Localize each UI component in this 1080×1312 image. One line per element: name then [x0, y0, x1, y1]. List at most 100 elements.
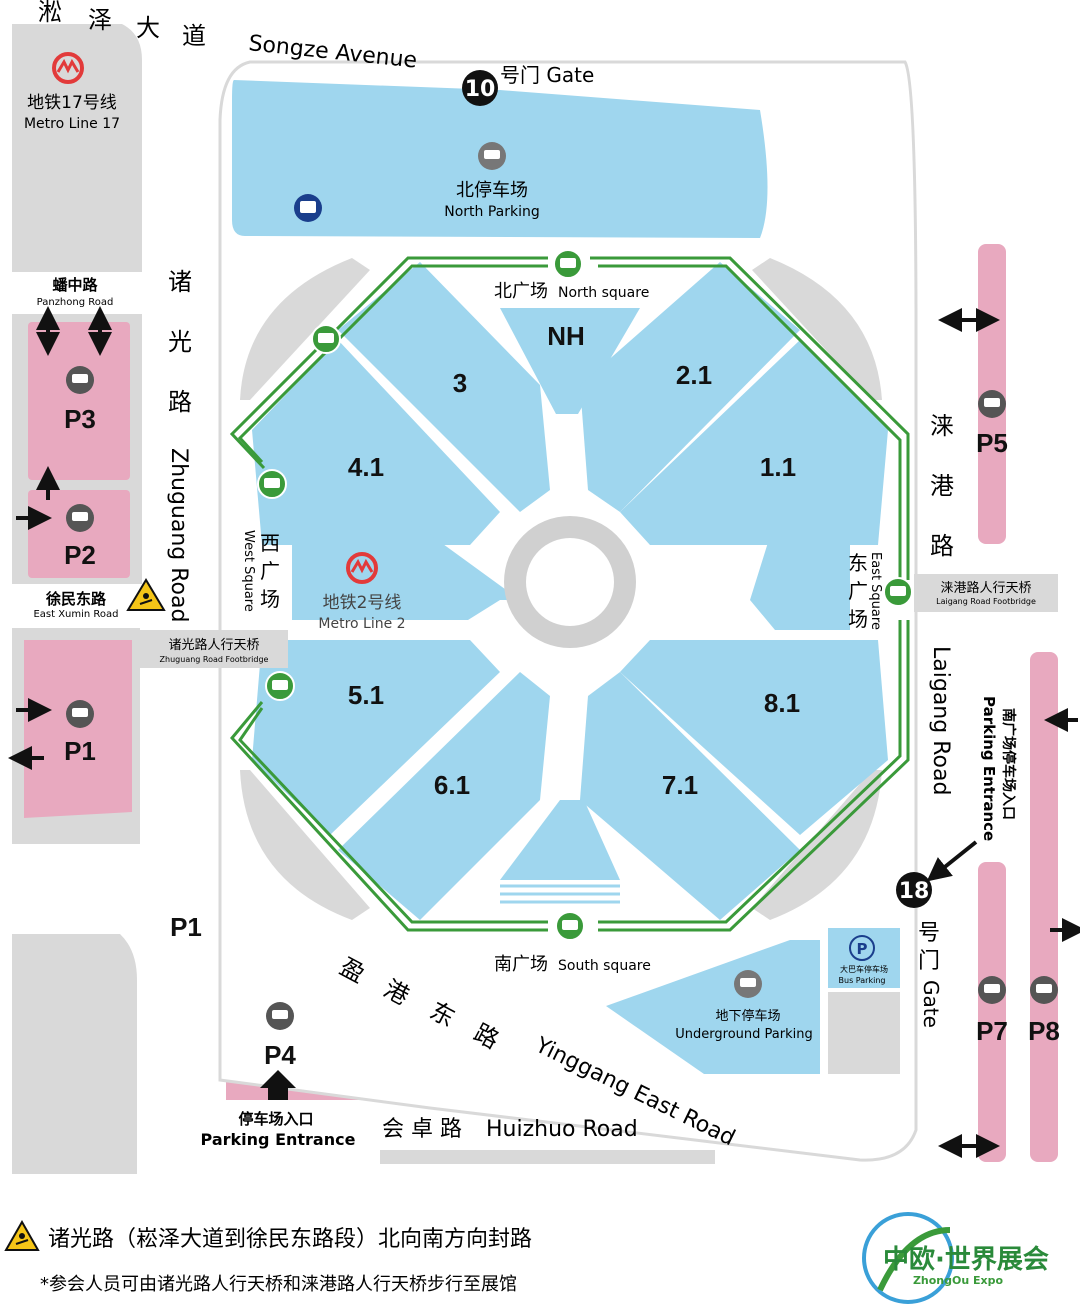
- svg-text:地铁17号线: 地铁17号线: [27, 93, 117, 113]
- svg-text:诸: 诸: [168, 268, 192, 296]
- construction-warning-icon: [126, 578, 166, 611]
- south-plaza: [500, 800, 620, 880]
- notice-line-2: *参会人员可由诸光路人行天桥和涞港路人行天桥步行至展馆: [40, 1274, 517, 1295]
- svg-text:Metro Line 17: Metro Line 17: [24, 116, 120, 132]
- svg-text:会 卓 路: 会 卓 路: [382, 1117, 462, 1142]
- p1-lot: [24, 640, 132, 818]
- hall-label: 1.1: [760, 452, 796, 482]
- svg-text:南广场: 南广场: [494, 954, 548, 975]
- svg-text:诸光路人行天桥: 诸光路人行天桥: [168, 637, 259, 653]
- svg-text:场: 场: [848, 607, 868, 631]
- svg-text:North square: North square: [558, 285, 649, 301]
- east-square-area: [750, 520, 850, 630]
- svg-text:港: 港: [930, 472, 954, 500]
- hall-label: 6.1: [434, 770, 470, 800]
- svg-text:Underground Parking: Underground Parking: [675, 1027, 812, 1042]
- bus-parking-icon: P: [849, 935, 875, 961]
- svg-text:南广场停车场入口: 南广场停车场入口: [1000, 708, 1017, 820]
- car-icon: [978, 390, 1006, 418]
- svg-text:P2: P2: [64, 540, 96, 570]
- svg-text:地铁2号线: 地铁2号线: [323, 593, 402, 613]
- svg-text:广: 广: [848, 579, 868, 603]
- parking-labels: P3 P2 P1 P1 P4 P5 P7 P8: [64, 366, 1060, 1070]
- hall-label: 4.1: [348, 452, 384, 482]
- svg-text:Bus Parking: Bus Parking: [839, 976, 886, 985]
- svg-text:Huizhuo Road: Huizhuo Road: [486, 1117, 638, 1142]
- svg-text:P1: P1: [64, 736, 96, 766]
- svg-text:Panzhong Road: Panzhong Road: [37, 297, 114, 308]
- metro17-block: [12, 24, 142, 272]
- gate-10: 10 号门 Gate: [462, 63, 594, 106]
- halls: [252, 262, 888, 920]
- svg-text:P5: P5: [976, 428, 1008, 458]
- car-icon: [978, 976, 1006, 1004]
- svg-text:徐民东路: 徐民东路: [45, 590, 107, 608]
- car-icon: [734, 970, 762, 998]
- svg-text:Zhuguang Road: Zhuguang Road: [166, 448, 191, 622]
- p3-lot: [28, 322, 130, 480]
- svg-text:P3: P3: [64, 404, 96, 434]
- svg-text:Zhuguang Road Footbridge: Zhuguang Road Footbridge: [160, 655, 269, 664]
- svg-text:北广场: 北广场: [494, 281, 548, 302]
- svg-text:P1: P1: [170, 912, 202, 942]
- central-ring-inner: [526, 538, 614, 626]
- svg-text:P: P: [857, 940, 868, 958]
- svg-text:东: 东: [848, 551, 868, 575]
- shuttle-stop-west-north: [257, 469, 287, 499]
- metro-line17: 地铁17号线 Metro Line 17: [24, 52, 120, 132]
- p2-lot: [28, 490, 130, 578]
- svg-text:P4: P4: [264, 1040, 296, 1070]
- svg-text:18: 18: [899, 879, 930, 904]
- svg-text:涞港路人行天桥: 涞港路人行天桥: [940, 580, 1031, 596]
- svg-text:涞: 涞: [930, 412, 954, 440]
- shuttle-stop-west-south: [265, 671, 295, 701]
- hall-nh: [500, 308, 640, 414]
- car-icon: [66, 366, 94, 394]
- svg-text:Laigang Road: Laigang Road: [928, 646, 953, 795]
- car-icon: [266, 1002, 294, 1030]
- hall-3: [338, 262, 550, 512]
- svg-text:号门 Gate: 号门 Gate: [500, 63, 594, 87]
- shuttle-route: [229, 256, 910, 932]
- p7-lot: [978, 862, 1006, 1162]
- car-icon: [66, 700, 94, 728]
- svg-text:北停车场: 北停车场: [456, 180, 528, 201]
- svg-text:路: 路: [930, 532, 954, 560]
- svg-text:大: 大: [136, 14, 160, 42]
- svg-text:号: 号: [918, 921, 940, 946]
- svg-text:场: 场: [260, 587, 280, 611]
- svg-text:East Square: East Square: [868, 552, 883, 630]
- metro-icon: [52, 52, 84, 84]
- hall-label: 2.1: [676, 360, 712, 390]
- svg-text:淞: 淞: [38, 0, 62, 26]
- shuttle-stops: [257, 249, 913, 941]
- svg-text:10: 10: [465, 77, 496, 102]
- svg-text:西: 西: [260, 531, 280, 555]
- hall-label: NH: [547, 321, 585, 351]
- svg-text:East Xumin Road: East Xumin Road: [33, 609, 118, 620]
- metro-line2: 地铁2号线 Metro Line 2: [318, 552, 406, 632]
- svg-text:Parking Entrance: Parking Entrance: [980, 696, 998, 841]
- hall-5.1: [252, 640, 500, 835]
- svg-text:道: 道: [182, 22, 206, 50]
- southwest-block: [12, 934, 137, 1174]
- underground-parking-area: [606, 940, 820, 1074]
- bus-parking-area: [828, 928, 900, 988]
- parking-entrance-arrow-icon: [260, 1070, 296, 1100]
- south-plaza-steps: [500, 884, 620, 904]
- traffic-arrows: [8, 306, 1080, 1158]
- shuttle-stop-south: [555, 911, 585, 941]
- shuttle-stop-northwest: [311, 324, 341, 354]
- hall-2.1: [580, 262, 800, 512]
- svg-text:Gate: Gate: [919, 980, 943, 1028]
- car-icon: [478, 142, 506, 170]
- huizhuo-road-strip: [380, 1150, 715, 1164]
- bus-icon: [294, 194, 322, 222]
- shuttle-stop-east: [883, 577, 913, 607]
- zhongou-expo-logo: 中欧·世界展会 ZhongOu Expo: [862, 1212, 1049, 1304]
- footbridge-laigang: 涞港路人行天桥 Laigang Road Footbridge: [914, 574, 1058, 612]
- svg-text:West Square: West Square: [241, 530, 256, 612]
- svg-text:大巴车停车场: 大巴车停车场: [840, 964, 888, 974]
- gray-corner-lots: [240, 258, 900, 1074]
- svg-text:P7: P7: [976, 1016, 1008, 1046]
